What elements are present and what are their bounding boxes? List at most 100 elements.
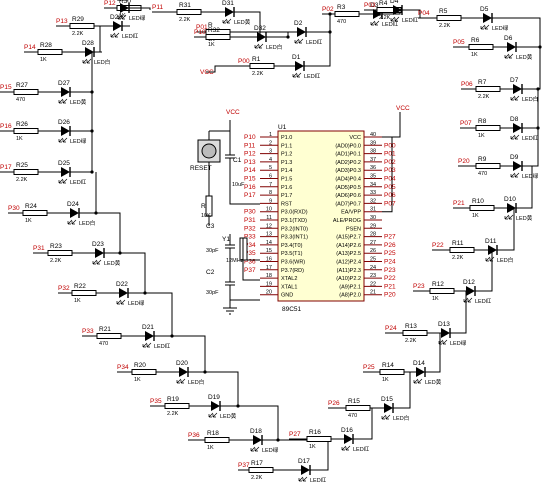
resistor-designator: R23 (50, 243, 62, 250)
led-triangle (145, 331, 154, 341)
junction-dot (143, 291, 147, 295)
led-triangle (416, 367, 425, 377)
pin-name: P3.0(RXD) (281, 210, 308, 216)
vcc-label: VCC (396, 105, 410, 112)
led-triangle (61, 167, 70, 177)
net-label: P00 (384, 142, 396, 149)
net-label: P15 (0, 84, 12, 91)
led-designator: D7 (510, 77, 519, 84)
pin-number: 20 (266, 290, 272, 296)
pin-name: P1.7 (281, 193, 292, 199)
led-triangle (483, 13, 492, 23)
led-color-label: LED红 (353, 445, 370, 453)
led-triangle (295, 61, 304, 71)
net-label: P26 (328, 400, 340, 407)
led-triangle (513, 123, 522, 133)
resistor-designator: R22 (74, 283, 86, 290)
ring-bus-wire (78, 92, 93, 132)
led-designator: D12 (463, 279, 475, 286)
resistor-body (37, 49, 63, 55)
net-label: P01 (384, 151, 396, 158)
ring-bus-wire (483, 250, 493, 292)
led-emission-arrows (208, 412, 218, 418)
led-color-label: LED红 (154, 342, 171, 350)
vcc-label: VCC (226, 109, 240, 116)
net-label: P05 (384, 184, 396, 191)
net-label: P34 (244, 242, 256, 249)
resistor-value: 1K (40, 57, 47, 63)
led-color-label: LED红 (402, 16, 419, 24)
pin-number: 34 (370, 182, 376, 188)
pin-name: ALE/PROG (333, 218, 361, 224)
led-designator: D25 (58, 160, 70, 167)
ring-bus-wire (96, 212, 121, 254)
pin-number: 14 (266, 240, 272, 246)
resistor-designator: R7 (478, 79, 487, 86)
pin-number: 4 (269, 157, 272, 163)
resistor-designator: R9 (478, 156, 487, 163)
net-label: P03 (364, 2, 376, 9)
pin-name: P1.5 (281, 177, 292, 183)
led-designator: D19 (208, 394, 220, 401)
net-label: P27 (289, 431, 301, 438)
led-designator: D15 (381, 396, 393, 403)
crystal-value: 12MHz (226, 258, 244, 264)
resistor-value: 2.2K (478, 94, 490, 100)
ring-bus-wire (274, 32, 289, 38)
resistor-value: 2.2K (167, 411, 179, 417)
pin-number: 31 (370, 207, 376, 213)
led-designator: D32 (254, 25, 266, 32)
wire-layer (78, 7, 542, 471)
junction-dot (538, 45, 542, 49)
pin-name: RST (281, 201, 293, 207)
net-label: P31 (33, 245, 45, 252)
net-label: P21 (453, 200, 465, 207)
net-label: P36 (244, 259, 256, 266)
junction-dot (236, 404, 240, 408)
pin-number: 19 (266, 281, 272, 287)
reset-switch-label: RESET (190, 165, 212, 172)
pin-name: (A15)P2.7 (336, 235, 361, 241)
resistor-designator: R18 (207, 430, 219, 437)
resistor-body (249, 63, 275, 69)
led-emission-arrows (117, 14, 127, 20)
ring-bus-wire (410, 9, 421, 18)
resistor-body (69, 23, 95, 29)
pin-number: 38 (370, 149, 376, 155)
pin-name: P3.7(RD) (281, 268, 304, 274)
net-label: P25 (384, 250, 396, 257)
net-label: P23 (384, 267, 396, 274)
net-label: P24 (385, 325, 397, 332)
pin-name: P3.6(WR) (281, 260, 305, 266)
net-label: P14 (244, 167, 256, 174)
led-emission-arrows (480, 24, 490, 30)
resistor-body (47, 250, 73, 256)
wire (382, 112, 401, 138)
junction-dot (536, 87, 540, 91)
junction-dot (536, 126, 540, 130)
led-triangle (61, 87, 70, 97)
led-color-label: LED红 (122, 32, 139, 40)
resistor-value: 470 (99, 341, 108, 347)
pin-name: P3.4(T0) (281, 243, 303, 249)
pin-name: (A13)P2.5 (336, 251, 361, 257)
led-triangle (179, 367, 188, 377)
pin-number: 40 (370, 132, 376, 138)
resistor-body (475, 125, 501, 131)
junction-dot (286, 35, 290, 39)
led-color-label: LED红 (306, 38, 323, 46)
net-label: P10 (194, 29, 206, 36)
resistor-designator: R5 (439, 8, 448, 15)
pin-number: 30 (370, 215, 376, 221)
pin-number: 11 (266, 215, 272, 221)
led-color-label: LED绿 (522, 172, 539, 180)
net-label: P25 (363, 364, 375, 371)
resistor-body (436, 15, 462, 21)
pin-number: 6 (269, 174, 272, 180)
net-label: P05 (453, 39, 465, 46)
